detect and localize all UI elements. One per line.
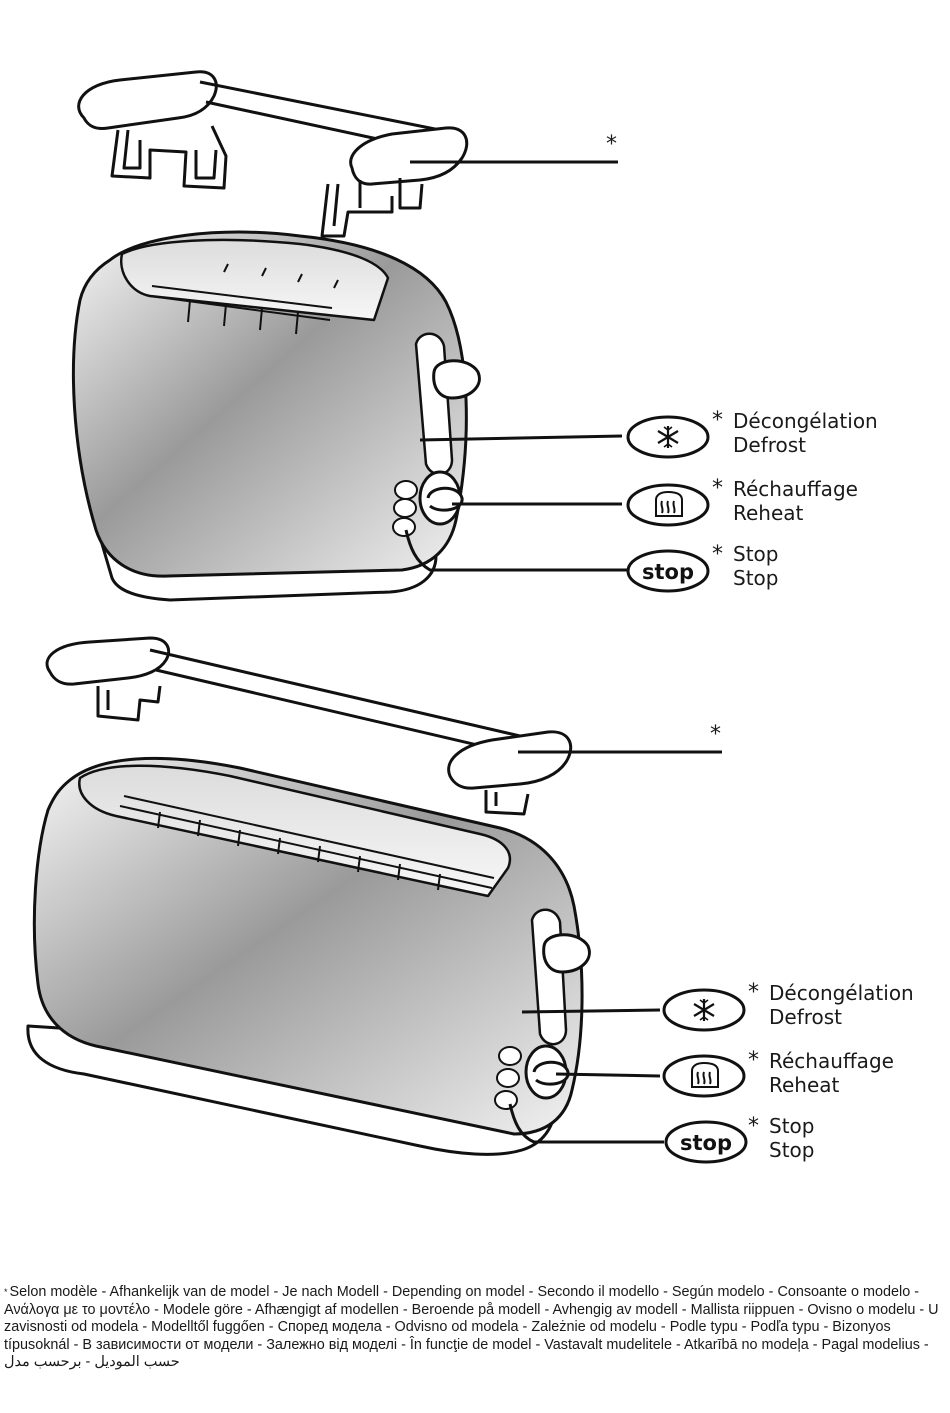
defrost-button-top xyxy=(626,415,710,459)
label-defrost-fr-top: Décongélation xyxy=(733,409,878,433)
footnote-marker: * xyxy=(4,1287,8,1297)
label-reheat-en-bottom: Reheat xyxy=(769,1073,840,1097)
toaster-2-slot xyxy=(71,230,481,602)
toaster-long-slot xyxy=(26,756,591,1156)
label-reheat-fr-bottom: Réchauffage xyxy=(769,1049,894,1073)
footnote-text: Selon modèle - Afhankelijk van de model … xyxy=(4,1284,939,1370)
snowflake-icon xyxy=(657,426,679,448)
label-reheat-en-top: Reheat xyxy=(733,501,804,525)
asterisk-rack-bottom: * xyxy=(710,722,721,747)
leader-lines-top xyxy=(404,160,628,572)
bread-reheat-icon xyxy=(655,490,683,517)
bun-warmer-rack-top xyxy=(77,70,469,238)
stop-button-bottom: stop xyxy=(664,1120,748,1164)
asterisk-defrost-bottom: * xyxy=(748,980,759,1005)
snowflake-icon xyxy=(693,999,715,1021)
label-stop-en-bottom: Stop xyxy=(769,1138,815,1162)
asterisk-reheat-bottom: * xyxy=(748,1048,759,1073)
label-stop-fr-bottom: Stop xyxy=(769,1114,815,1138)
label-defrost-fr-bottom: Décongélation xyxy=(769,981,914,1005)
asterisk-reheat-top: * xyxy=(712,476,723,501)
leader-lines-bottom xyxy=(508,750,722,1144)
stop-icon: stop xyxy=(642,560,694,584)
footnote-depending-on-model: *Selon modèle - Afhankelijk van de model… xyxy=(4,1284,939,1372)
label-defrost-en-top: Defrost xyxy=(733,433,807,457)
toaster-diagram: stop xyxy=(26,70,748,1164)
label-defrost-en-bottom: Defrost xyxy=(769,1005,843,1029)
bread-reheat-icon xyxy=(691,1061,719,1088)
label-stop-fr-top: Stop xyxy=(733,542,779,566)
stop-icon: stop xyxy=(680,1131,732,1155)
defrost-button-bottom xyxy=(662,988,746,1032)
stop-button-top: stop xyxy=(626,549,710,593)
asterisk-stop-bottom: * xyxy=(748,1114,759,1139)
reheat-button-bottom xyxy=(662,1054,746,1098)
bun-warmer-rack-bottom xyxy=(45,636,572,816)
asterisk-stop-top: * xyxy=(712,542,723,567)
asterisk-rack-top: * xyxy=(606,132,617,157)
reheat-button-top xyxy=(626,483,710,527)
label-reheat-fr-top: Réchauffage xyxy=(733,477,858,501)
asterisk-defrost-top: * xyxy=(712,408,723,433)
label-stop-en-top: Stop xyxy=(733,566,779,590)
